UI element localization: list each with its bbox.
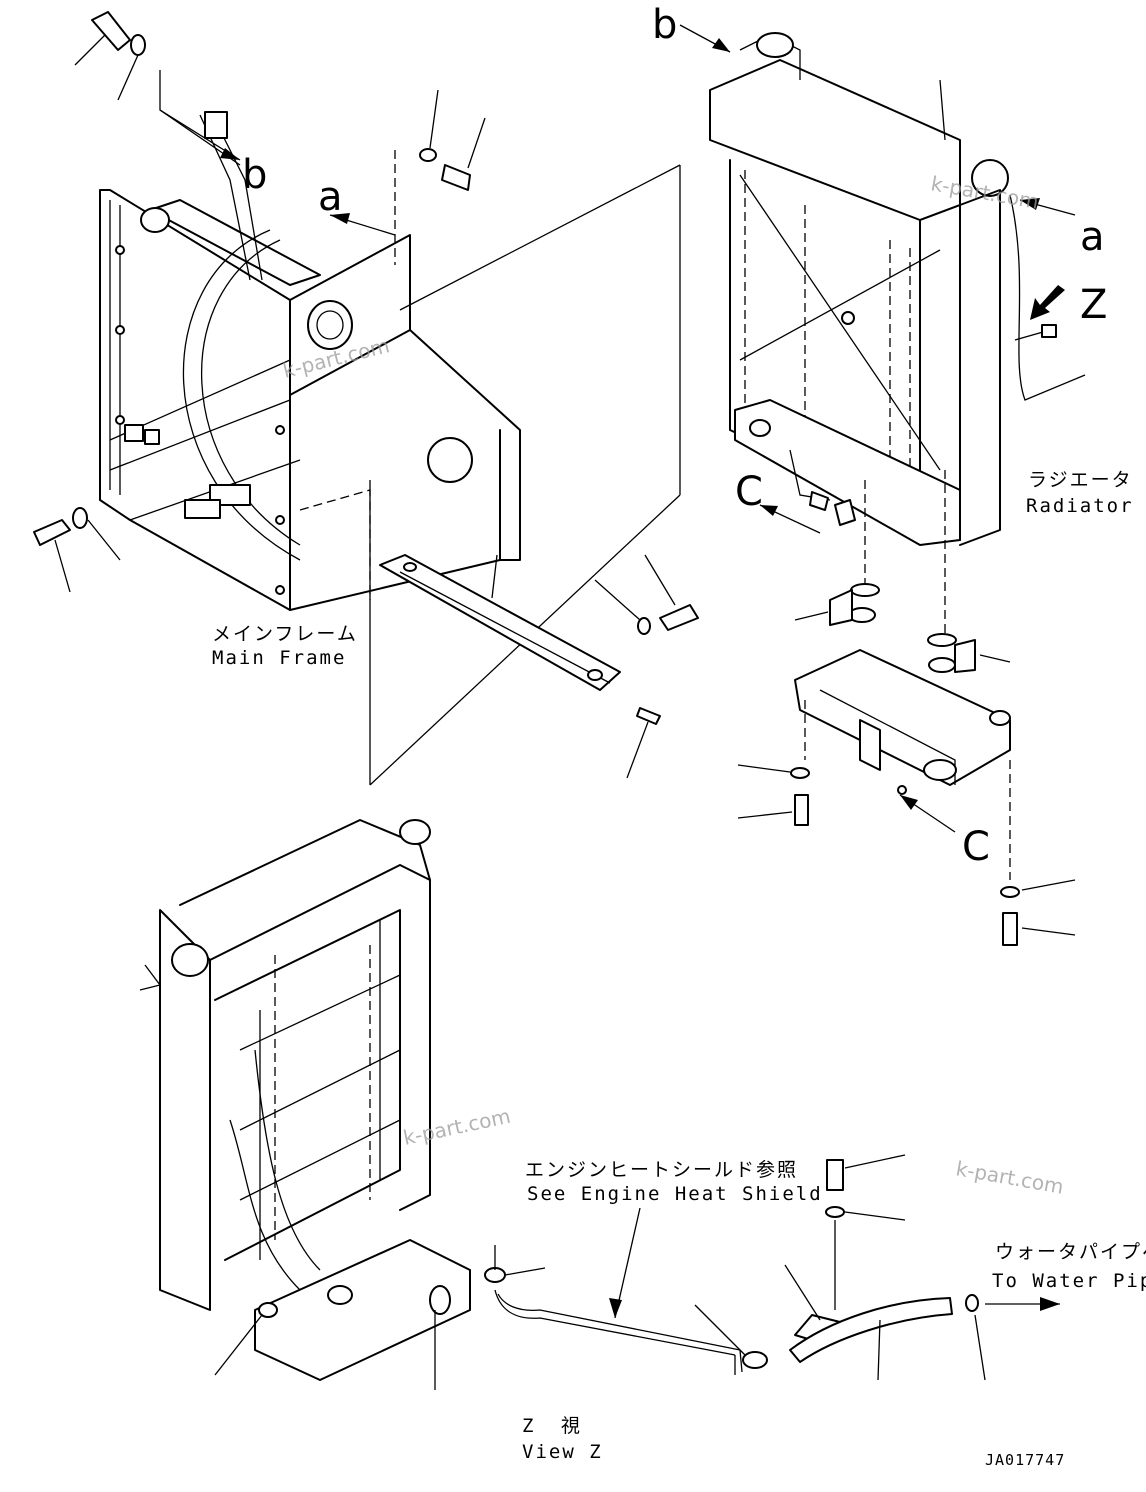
water-pipe-label-jp: ウォータパイプへ: [995, 1241, 1146, 1263]
radiator-label-en: Radiator: [1026, 495, 1134, 517]
callout-c-upper: C: [735, 469, 763, 515]
callout-z: Z: [1080, 282, 1107, 328]
main-frame-label-en: Main Frame: [212, 647, 346, 669]
view-z-label-en: View Z: [522, 1441, 603, 1463]
callout-c-lower: C: [962, 824, 990, 870]
view-z-label-jp: Z 視: [522, 1415, 588, 1437]
radiator-label-jp: ラジエータ: [1028, 469, 1133, 491]
view-z-assembly: [139, 819, 1060, 1390]
radiator-assembly: [709, 32, 1086, 546]
callout-a-radiator: a: [1080, 214, 1105, 260]
drawing-code: JA017747: [985, 1451, 1065, 1469]
watermark-4: k-part.com: [954, 1156, 1065, 1199]
bracket-assembly: [379, 554, 699, 779]
watermark-3: k-part.com: [401, 1104, 513, 1150]
main-frame-label-jp: メインフレーム: [212, 623, 358, 645]
callout-b-radiator: b: [652, 2, 677, 48]
heat-shield-label-en: See Engine Heat Shield: [527, 1183, 823, 1205]
callout-b-frame: b: [242, 152, 267, 198]
water-pipe-label-en: To Water Pipe: [992, 1270, 1146, 1292]
callout-a-frame: a: [318, 174, 343, 220]
heat-shield-label-jp: エンジンヒートシールド参照: [525, 1159, 798, 1181]
cooler-assembly: [737, 470, 1076, 946]
callout-arrows: [159, 24, 1076, 833]
main-frame-assembly: [33, 11, 521, 611]
